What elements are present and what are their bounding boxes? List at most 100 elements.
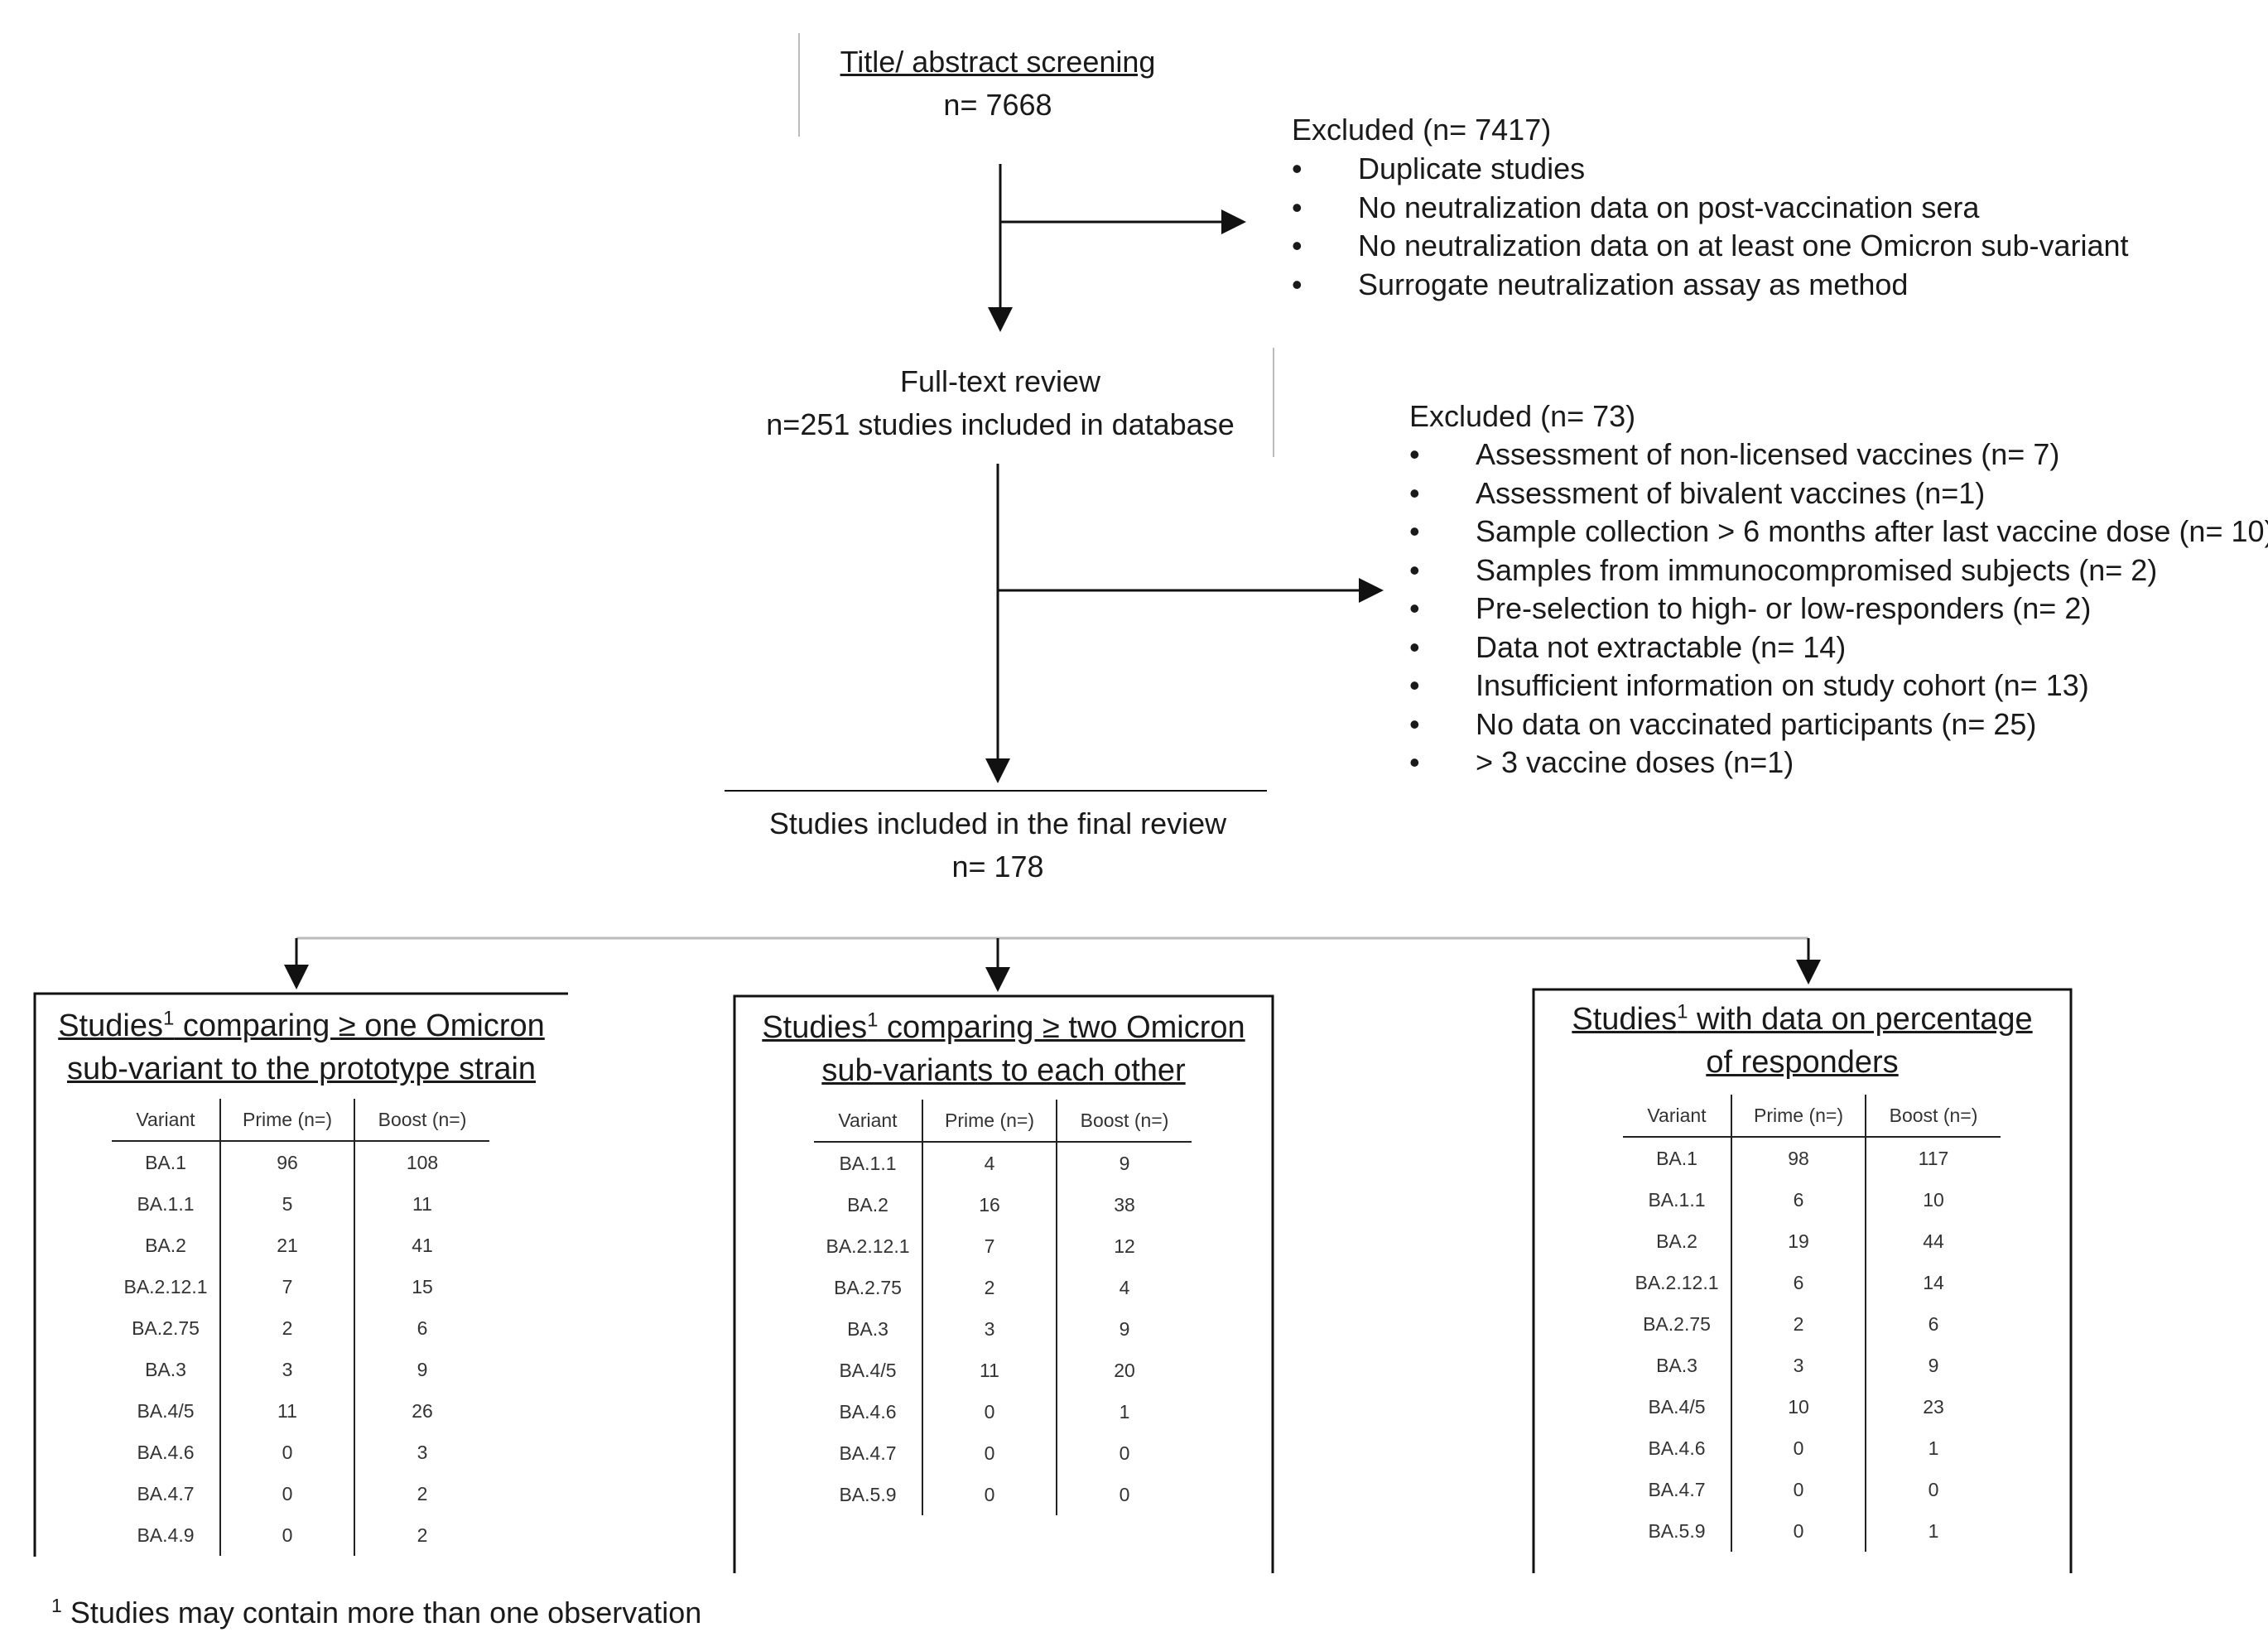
variant-cell: BA.4.9 <box>137 1524 195 1546</box>
boost-cell: 20 <box>1056 1350 1192 1391</box>
prime-cell: 96 <box>219 1141 354 1183</box>
variant-cell: BA.5.9 <box>839 1483 897 1505</box>
excluded-2-item: No data on vaccinated participants (n= 2… <box>1409 705 2268 744</box>
boost-cell: 2 <box>354 1514 489 1556</box>
prime-cell: 10 <box>1731 1386 1866 1427</box>
variant-cell: BA.4.7 <box>1648 1478 1706 1500</box>
column-header: Boost (n=) <box>354 1099 489 1142</box>
column-header: Variant <box>814 1100 922 1143</box>
prime-cell: 16 <box>922 1184 1057 1225</box>
variant-cell: BA.2.75 <box>1643 1312 1711 1335</box>
boost-cell: 11 <box>354 1183 489 1225</box>
column-header: Boost (n=) <box>1056 1100 1192 1143</box>
footnote: 1 Studies may contain more than one obse… <box>51 1586 701 1632</box>
box-2-outline <box>733 994 1274 1573</box>
variant-cell: BA.4.6 <box>839 1400 897 1423</box>
boost-cell: 0 <box>1865 1469 2001 1510</box>
final-title: Studies included in the final review <box>768 806 1227 840</box>
column-header: Variant <box>1623 1095 1731 1138</box>
boost-cell: 44 <box>1865 1220 2001 1262</box>
variant-cell: BA.4.6 <box>137 1441 195 1463</box>
prime-cell: 21 <box>219 1225 354 1266</box>
prime-cell: 0 <box>922 1432 1057 1474</box>
box-1-title: Studies1 comparing ≥ one Omicron sub-var… <box>58 1007 545 1086</box>
variant-cell: BA.4/5 <box>137 1399 195 1422</box>
box-3-title: Studies1 with data on percentage of resp… <box>1572 1000 2033 1080</box>
boost-cell: 4 <box>1056 1267 1192 1308</box>
prime-cell: 0 <box>1731 1510 1866 1552</box>
boost-cell: 9 <box>1056 1142 1192 1184</box>
excluded-1-item: Duplicate studies <box>1292 150 2129 189</box>
prime-cell: 0 <box>1731 1469 1866 1510</box>
excluded-2-item: Data not extractable (n= 14) <box>1409 628 2268 667</box>
boost-cell: 1 <box>1056 1391 1192 1432</box>
boost-cell: 117 <box>1865 1137 2001 1179</box>
variant-cell: BA.2.12.1 <box>1635 1271 1719 1293</box>
variant-cell: BA.3 <box>1656 1354 1697 1376</box>
prime-cell: 0 <box>1731 1427 1866 1469</box>
boost-cell: 3 <box>354 1432 489 1473</box>
prime-cell: 0 <box>922 1474 1057 1515</box>
column-header: Prime (n=) <box>922 1100 1057 1143</box>
variant-cell: BA.5.9 <box>1648 1519 1706 1542</box>
boost-cell: 9 <box>1865 1345 2001 1386</box>
boost-cell: 6 <box>1865 1303 2001 1345</box>
prime-cell: 6 <box>1731 1179 1866 1220</box>
excluded-2-item: > 3 vaccine doses (n=1) <box>1409 744 2268 782</box>
column-header: Boost (n=) <box>1865 1095 2001 1138</box>
box-2-title: Studies1 comparing ≥ two Omicron sub-var… <box>762 1009 1245 1088</box>
box-3-outline <box>1532 988 2073 1573</box>
prime-cell: 11 <box>922 1350 1057 1391</box>
screening-title: Title/ abstract screening <box>840 45 1156 79</box>
variant-cell: BA.2 <box>145 1234 186 1256</box>
variant-cell: BA.4/5 <box>839 1359 897 1381</box>
prime-cell: 0 <box>922 1391 1057 1432</box>
excluded-1-title: Excluded (n= 7417) <box>1292 113 1552 147</box>
prime-cell: 3 <box>219 1349 354 1390</box>
excluded-1-list: Duplicate studiesNo neutralization data … <box>1292 150 2129 304</box>
box-1-outline <box>33 992 568 1557</box>
prime-cell: 7 <box>922 1225 1057 1267</box>
prime-cell: 5 <box>219 1183 354 1225</box>
prime-cell: 3 <box>922 1308 1057 1350</box>
fulltext-title: Full-text review <box>899 364 1101 398</box>
column-header: Prime (n=) <box>1731 1095 1866 1138</box>
prime-cell: 2 <box>219 1307 354 1349</box>
fulltext-count: n=251 studies included in database <box>766 407 1235 441</box>
prime-cell: 2 <box>922 1267 1057 1308</box>
boost-cell: 26 <box>354 1390 489 1432</box>
prime-cell: 7 <box>219 1266 354 1307</box>
excluded-2-item: Insufficient information on study cohort… <box>1409 667 2268 705</box>
variant-cell: BA.4.7 <box>839 1442 897 1464</box>
boost-cell: 23 <box>1865 1386 2001 1427</box>
prime-cell: 0 <box>219 1432 354 1473</box>
variant-cell: BA.2.12.1 <box>123 1275 208 1297</box>
variant-cell: BA.2 <box>1656 1230 1697 1252</box>
prime-cell: 98 <box>1731 1137 1866 1179</box>
variant-cell: BA.4.6 <box>1648 1437 1706 1459</box>
